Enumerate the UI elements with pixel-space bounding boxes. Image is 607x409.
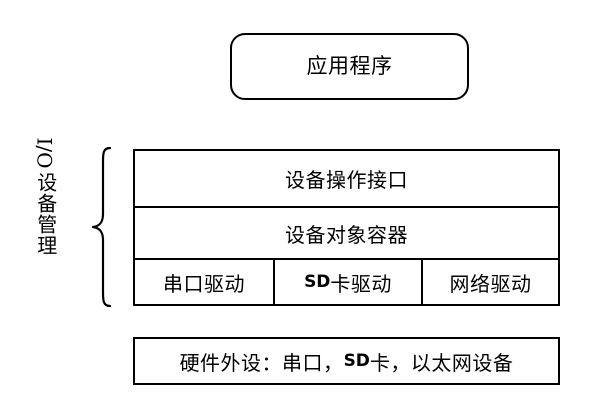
stack-row-device-operation-interface: 设备操作接口 <box>135 151 558 208</box>
device-object-container-label: 设备对象容器 <box>285 222 408 247</box>
hardware-label-prefix: 硬件外设：串口， <box>179 350 344 375</box>
driver-cell-network: 网络驱动 <box>421 260 558 304</box>
io-device-management-label: I/O 设备管理 <box>28 136 62 306</box>
io-label-cjk: 设备管理 <box>33 172 58 256</box>
sd-driver-label-latin: SD <box>304 272 331 292</box>
curly-brace-icon <box>90 146 114 308</box>
hardware-label-latin: SD <box>343 351 370 371</box>
driver-cell-sd-card: SD 卡驱动 <box>273 260 421 304</box>
stack-row-device-object-container: 设备对象容器 <box>135 208 558 260</box>
software-stack: 设备操作接口 设备对象容器 串口驱动 SD 卡驱动 网络驱动 <box>133 149 560 306</box>
hardware-peripherals-box: 硬件外设：串口，SD 卡，以太网设备 <box>133 337 560 385</box>
hardware-label-suffix: 卡，以太网设备 <box>369 350 514 375</box>
application-label: 应用程序 <box>306 54 393 78</box>
io-label-latin: I/O <box>32 137 57 169</box>
serial-driver-label: 串口驱动 <box>163 271 245 296</box>
application-box: 应用程序 <box>230 33 469 100</box>
network-driver-label: 网络驱动 <box>449 271 532 296</box>
stack-row-drivers: 串口驱动 SD 卡驱动 网络驱动 <box>135 260 558 304</box>
device-operation-interface-label: 设备操作接口 <box>285 168 408 192</box>
sd-driver-label-cjk: 卡驱动 <box>330 271 392 296</box>
driver-cell-serial: 串口驱动 <box>135 260 273 304</box>
